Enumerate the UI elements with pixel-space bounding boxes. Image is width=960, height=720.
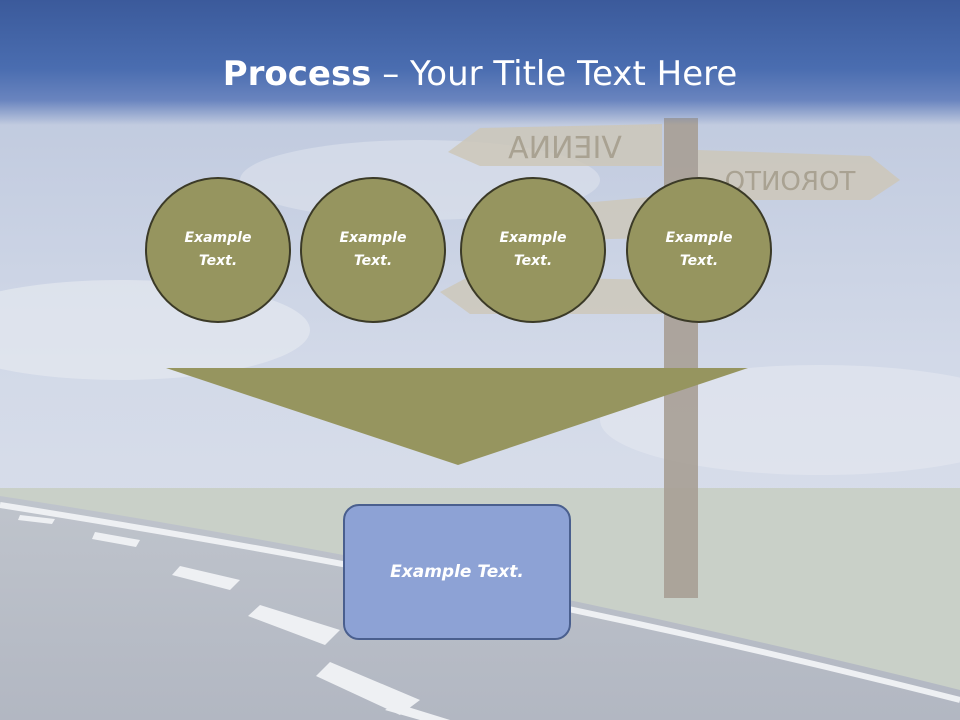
circle-label: Example Text. <box>184 230 252 269</box>
funnel-arrow-shape <box>166 368 748 465</box>
circle-label: Example Text. <box>499 230 567 269</box>
process-circle-4[interactable]: Example Text. <box>626 177 772 323</box>
circle-label: Example Text. <box>665 230 733 269</box>
slide-title: Process – Your Title Text Here <box>0 52 960 96</box>
sign-left-top <box>448 124 662 166</box>
title-bold: Process <box>222 54 372 94</box>
process-circle-3[interactable]: Example Text. <box>460 177 606 323</box>
process-circle-1[interactable]: Example Text. <box>145 177 291 323</box>
sign-text-vienna: VIENNA <box>508 131 622 166</box>
circle-label: Example Text. <box>339 230 407 269</box>
sign-text-toronto: TORONTO <box>725 167 857 197</box>
funnel-arrow[interactable] <box>166 368 748 466</box>
result-box-label: Example Text. <box>390 562 524 582</box>
road-markings <box>18 515 450 720</box>
sign-right <box>698 150 900 200</box>
title-band <box>0 0 960 125</box>
process-circle-2[interactable]: Example Text. <box>300 177 446 323</box>
title-rest: – Your Title Text Here <box>371 54 738 94</box>
result-box[interactable]: Example Text. <box>343 504 571 640</box>
